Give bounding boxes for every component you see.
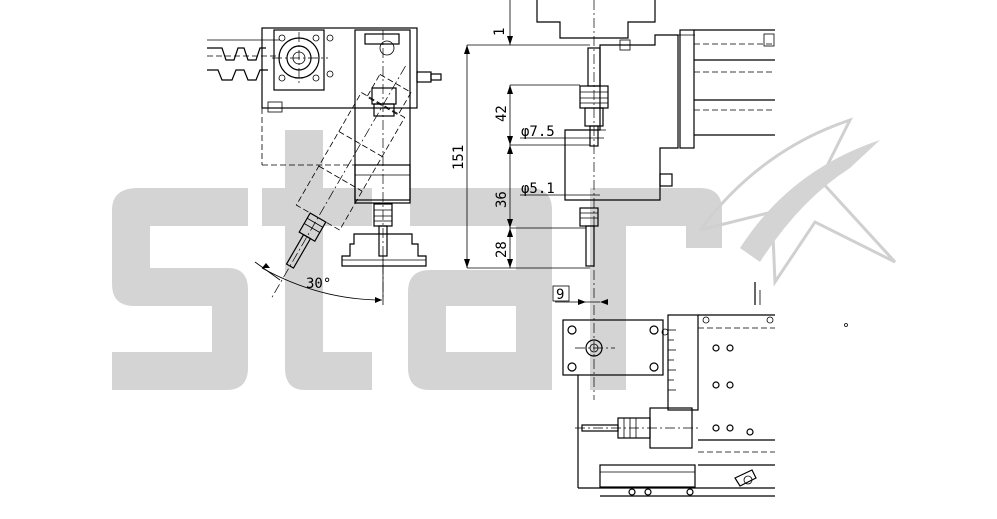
dim-horizontal-offset: 9: [556, 287, 564, 303]
dim-upper-length: 42: [494, 105, 510, 122]
dim-middle-length: 36: [494, 191, 510, 208]
scale-ticks: [668, 329, 676, 391]
star-brand-watermark: [112, 117, 897, 390]
right-view-spindle: 1 151 42 φ7.5 36 φ5.1 28 9: [451, 0, 775, 305]
dim-lower-diameter: φ5.1: [521, 181, 555, 197]
bottom-view-base: [562, 282, 848, 497]
dim-top-offset: 1: [492, 28, 508, 36]
dim-total-height: 151: [451, 145, 467, 170]
dim-upper-diameter: φ7.5: [521, 124, 555, 140]
angle-label: 30°: [306, 276, 331, 292]
dim-lower-length: 28: [494, 241, 510, 258]
left-view-tilted-head: 30°: [207, 27, 442, 305]
